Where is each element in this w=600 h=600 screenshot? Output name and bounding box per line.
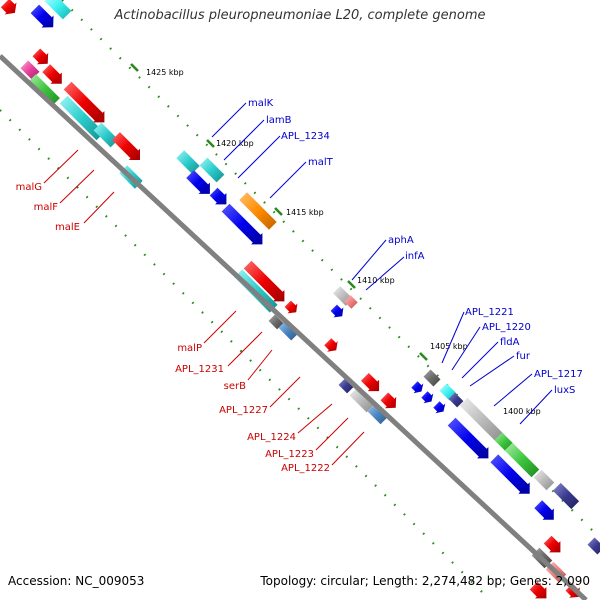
gene-feature: [28, 74, 60, 106]
gene-feature: [504, 442, 540, 478]
gene-label: malK: [248, 98, 274, 109]
gene-feature: [543, 535, 561, 553]
gene-label: APL_1223: [265, 449, 314, 460]
gene-feature: [221, 203, 263, 245]
gene-feature: [447, 417, 489, 459]
gene-feature: [268, 314, 284, 330]
gene-label: APL_1220: [482, 322, 531, 333]
gene-label: APL_1224: [247, 432, 296, 443]
gene-feature: [552, 482, 580, 510]
gene-label: APL_1234: [281, 131, 330, 142]
scale-tick-1410: 1410 kbp: [347, 276, 395, 289]
gene-feature: [324, 338, 338, 352]
gene-feature: [93, 122, 119, 148]
gene-feature: [338, 378, 354, 394]
gene-label: APL_1227: [219, 405, 268, 416]
gene-label: fldA: [500, 337, 520, 348]
scale-tick-label: 1415 kbp: [286, 208, 324, 217]
gene-feature: [533, 469, 555, 491]
gene-feature: [199, 157, 225, 183]
gene-feature: [186, 170, 210, 194]
gene-label: APL_1221: [465, 307, 514, 318]
gene-feature: [0, 0, 17, 15]
gene-feature: [30, 4, 54, 28]
gene-feature: [63, 81, 105, 123]
leader-lines-upper: [211, 102, 553, 425]
gene-feature: [529, 581, 547, 599]
gene-feature: [448, 392, 464, 408]
gene-label: malE: [55, 222, 80, 233]
accession-text: Accession: NC_009053: [8, 574, 145, 588]
gene-label: luxS: [554, 385, 575, 396]
gene-feature: [278, 321, 298, 341]
gene-feature: [243, 260, 285, 302]
gene-label: fur: [516, 351, 531, 362]
scale-tick-1425: 1425 kbp: [130, 63, 184, 77]
scale-tick-label: 1420 kbp: [216, 139, 254, 148]
gene-label: malF: [34, 202, 59, 213]
genome-summary-text: Topology: circular; Length: 2,274,482 bp…: [260, 574, 590, 588]
gene-label: APL_1217: [534, 369, 583, 380]
gene-feature: [112, 132, 140, 160]
gene-label: serB: [224, 381, 246, 392]
gene-label: malT: [308, 157, 334, 168]
leader-lines-lower: [43, 149, 365, 466]
gene-feature: [32, 48, 49, 65]
page-title: Actinobacillus pleuropneumoniae L20, com…: [114, 8, 486, 23]
gene-feature: [349, 387, 375, 413]
gene-label: aphA: [388, 235, 414, 246]
gene-feature: [59, 95, 105, 141]
gene-feature: [587, 537, 600, 555]
gene-label: infA: [405, 251, 425, 262]
scale-tick-label: 1410 kbp: [357, 276, 395, 285]
genome-backbone: [0, 54, 588, 600]
gene-label: malP: [177, 343, 202, 354]
gene-feature: [380, 392, 397, 409]
gene-feature: [361, 373, 380, 392]
gene-feature: [433, 401, 446, 414]
gene-feature: [344, 295, 358, 309]
gene-feature: [284, 300, 298, 314]
scale-tick-1400: 1400 kbp: [493, 407, 541, 435]
gene-feature: [176, 150, 200, 174]
gene-feature: [490, 454, 530, 494]
gene-feature: [330, 304, 344, 318]
scale-tick-1415: 1415 kbp: [274, 207, 324, 217]
gene-label: malG: [16, 182, 42, 193]
gene-label: APL_1231: [175, 364, 224, 375]
gene-feature: [423, 369, 441, 387]
scale-tick-label: 1400 kbp: [503, 407, 541, 416]
gene-label: APL_1222: [281, 463, 330, 474]
gene-feature: [20, 60, 40, 80]
gene-feature: [367, 403, 389, 425]
gene-feature: [239, 192, 277, 230]
labels-lower: malG malF malE malP APL_1231 serB APL_12…: [16, 182, 330, 474]
gene-feature: [421, 391, 434, 404]
gene-feature: [209, 187, 227, 205]
gene-feature: [411, 381, 424, 394]
gene-feature: [534, 500, 554, 520]
scale-tick-1420: 1420 kbp: [206, 139, 254, 148]
gene-feature: [42, 64, 62, 84]
scale-tick-label: 1425 kbp: [146, 68, 184, 77]
gene-label: lamB: [266, 115, 292, 126]
labels-upper: malK lamB APL_1234 malT aphA infA APL_12…: [248, 98, 583, 396]
gene-feature: [459, 397, 505, 443]
gene-feature: [44, 0, 72, 20]
